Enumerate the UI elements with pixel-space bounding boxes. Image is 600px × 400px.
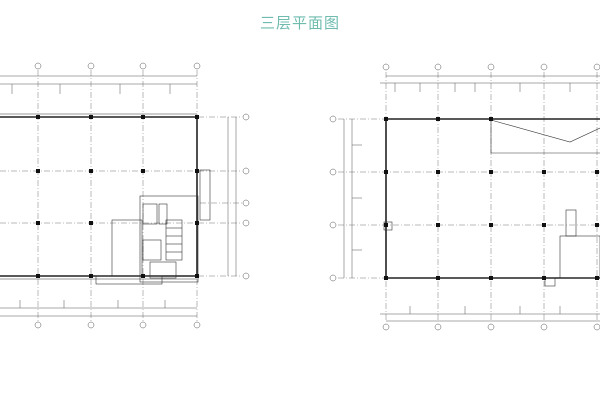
right-floor-plan [329,63,600,331]
stair-core [95,169,211,285]
page-title: 三层平面图 [259,14,340,32]
left-floor-plan [0,62,250,329]
upper-room [383,119,600,287]
